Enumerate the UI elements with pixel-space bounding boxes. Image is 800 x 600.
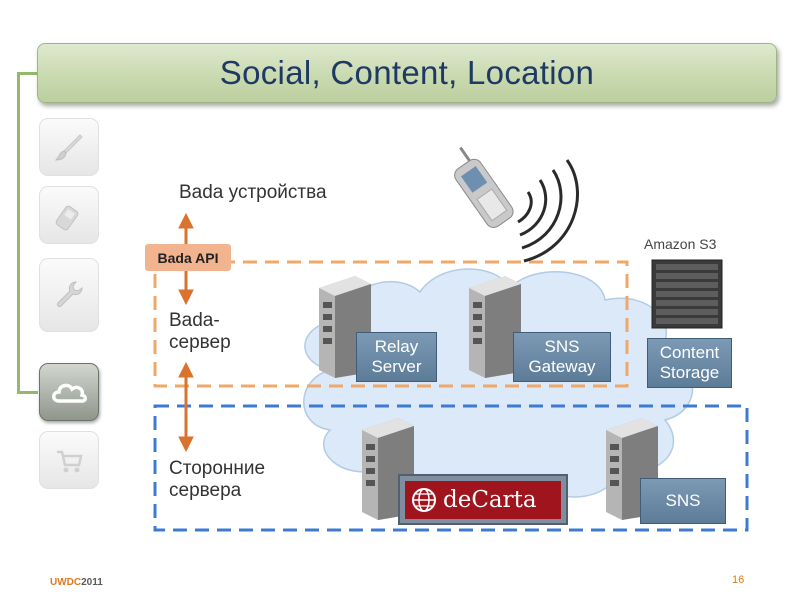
wrench-icon (56, 281, 83, 308)
bada-server-label: Bada- сервер (169, 310, 231, 353)
bada-api-badge: Bada API (145, 244, 231, 271)
third-party-label: Сторонние сервера (169, 458, 266, 501)
mobile-phone-icon (454, 146, 514, 228)
decarta-label: deCarta (443, 486, 537, 513)
decarta-box: deCarta (398, 474, 568, 525)
sns-box: SNS (640, 478, 726, 524)
page-title: Social, Content, Location (219, 54, 595, 91)
title-bar: Social, Content, Location (37, 43, 777, 103)
nav-cart[interactable] (39, 431, 99, 489)
decarta-globe-logo (412, 487, 436, 512)
phone-icon (55, 205, 79, 231)
sns-gateway-server-icon (469, 276, 521, 378)
nav-cloud[interactable] (39, 363, 99, 421)
storage-rack-icon (651, 259, 723, 329)
cloud-icon (52, 383, 87, 403)
server-thirdparty-arrow (178, 361, 194, 453)
page-number: 16 (732, 574, 745, 586)
amazon-s3-label: Amazon S3 (644, 236, 717, 252)
relay-server-icon (319, 276, 371, 378)
device-label: Bada устройства (179, 182, 327, 203)
bada-server-region (153, 260, 629, 388)
event-footer: UWDC2011 (50, 577, 103, 588)
nav-brush[interactable] (39, 118, 99, 176)
cart-icon (57, 450, 83, 473)
signal-waves-icon (517, 159, 579, 263)
nav-connector (17, 72, 38, 394)
third-party-region (153, 404, 749, 532)
nav-phone[interactable] (39, 186, 99, 244)
nav-wrench[interactable] (39, 258, 99, 332)
brush-icon (54, 134, 83, 161)
